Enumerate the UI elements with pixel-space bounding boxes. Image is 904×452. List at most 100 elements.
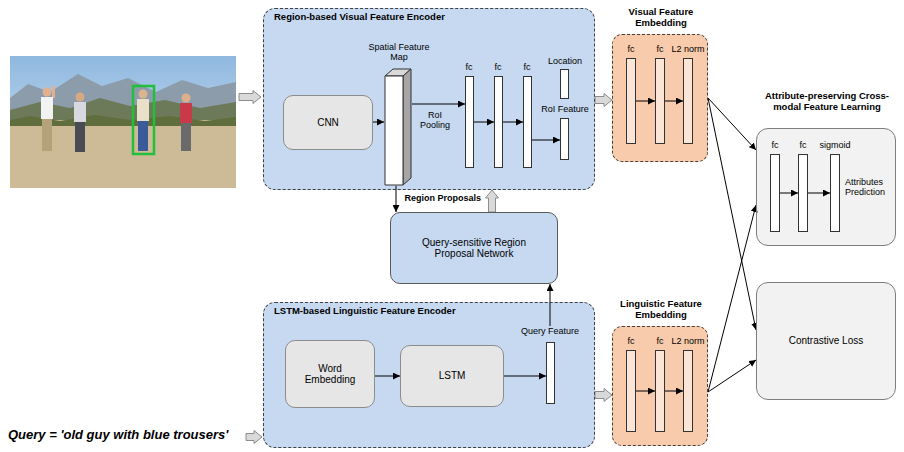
panel-heading: Region-based Visual Feature Encoder [274,12,445,23]
layer-label: Location [548,56,582,66]
loss-box: Contrastive Loss [756,282,896,400]
panel-fill [612,34,708,162]
flow-arrow [708,98,756,150]
text-slot: fc [516,62,538,72]
text-slot: Region Proposals [397,193,481,203]
fc-layer: fc [764,140,786,236]
person-head [182,94,191,103]
layer-bar [683,350,693,432]
person-legs [181,123,191,151]
person-torso [137,99,149,121]
person-arm [52,86,55,98]
box-label: Contrastive Loss [789,335,863,347]
fc-layer: fc [516,62,538,170]
layer-label: sigmoid [819,140,850,150]
flow-arrow [636,391,655,392]
person-legs [138,121,148,151]
box-label: CNN [317,117,339,129]
block-arrow [486,190,499,212]
text-slot: L2 norm [670,336,706,346]
flow-arrow [665,101,683,102]
flow-arrow [665,391,683,392]
box-label: LSTM [439,370,466,382]
proposal-network: Query-sensitive Region Proposal Network [390,212,558,284]
text-slot: fc [649,336,671,346]
layer-bar [655,58,665,144]
layer-bar [560,69,569,99]
text-slot: sigmoid [818,140,852,150]
photo-mountains [10,74,236,124]
photo-sky [10,56,236,188]
panel-heading: Attribute-preserving Cross-modal Feature… [753,91,901,113]
text-slot: RoI Pooling [415,110,455,131]
roi-feature-vector: RoI Feature [536,104,594,164]
person-legs [42,119,52,151]
flow-arrow [375,376,400,377]
layer-label: Spatial Feature Map [368,42,430,63]
panel-heading: Linguistic Feature Embedding [609,299,713,321]
layer-label: RoI Feature [541,104,589,114]
panel-fill [263,8,595,190]
text-slot: Region-based Visual Feature Encoder [274,12,584,23]
flow-arrow [412,104,465,105]
layer-bar [494,76,503,168]
input-arrow [239,91,261,104]
text-slot: Attribute-preserving Cross-modal Feature… [753,91,901,113]
layer-bar [560,118,569,160]
flow-arrow [474,122,494,123]
layer-label: fc [771,140,778,150]
layer-label: fc [494,62,501,72]
layer-label: L2 norm [671,44,704,54]
text-slot: fc [764,140,786,150]
layer-label: fc [523,62,530,72]
query-text: Query = 'old guy with blue trousers' [8,428,228,443]
layer-bar [798,154,808,232]
text-slot: Spatial Feature Map [368,42,430,63]
flow-arrow [550,284,551,326]
text-slot: fc [649,44,671,54]
flow-arrow [504,376,546,377]
attribute-panel: fcfcsigmoidAttribute-preserving Cross-mo… [756,128,896,246]
embedding-panel: fcfcL2 normVisual Feature Embedding [612,34,708,162]
lstm-box: LSTM [400,345,504,407]
panel-heading: LSTM-based Linguistic Feature Encoder [274,306,456,317]
layer-bar [655,350,665,432]
text-slot: Visual Feature Embedding [609,7,713,29]
fc-layer: fc [620,44,642,148]
flow-arrow [808,193,830,194]
slab-drawing [384,68,412,186]
layer-label: fc [656,44,663,54]
l2-norm-layer: L2 norm [670,336,706,436]
text-slot: fc [792,140,814,150]
person-torso [41,97,53,119]
fc-layer: fc [458,62,480,170]
layer-bar [523,76,532,168]
edge-label: Region Proposals [404,193,481,203]
encoder-panel: Word Embedding LSTM Query Feature LSTM-base… [263,302,595,448]
text-slot: L2 norm [670,44,706,54]
layer-label: fc [656,336,663,346]
output-label: Attributes Prediction [845,177,895,198]
encoder-panel: CNN Spatial Feature Map fc fc fc LocationRoI … [263,8,595,190]
target-box [133,86,154,154]
fc-layer: fc [620,336,642,436]
person-torso [180,103,192,123]
input-arrow [246,431,262,444]
embedding-box: Word Embedding [285,340,375,408]
layer-bar [546,342,555,404]
location-vector: Location [540,56,590,102]
slab-front [385,76,403,185]
text-slot: Query = 'old guy with blue trousers' [8,428,244,443]
feature-map-slab [384,68,412,186]
layer-label: Query Feature [521,326,579,336]
layer-label: L2 norm [671,336,704,346]
layer-label: fc [465,62,472,72]
text-slot: fc [620,336,642,346]
layer-bar [830,154,840,232]
text-slot: Location [540,56,590,66]
box-label: Query-sensitive Region Proposal Network [412,237,536,260]
text-slot: Linguistic Feature Embedding [609,299,713,321]
flow-arrow [708,98,756,330]
flow-arrow [373,122,384,123]
